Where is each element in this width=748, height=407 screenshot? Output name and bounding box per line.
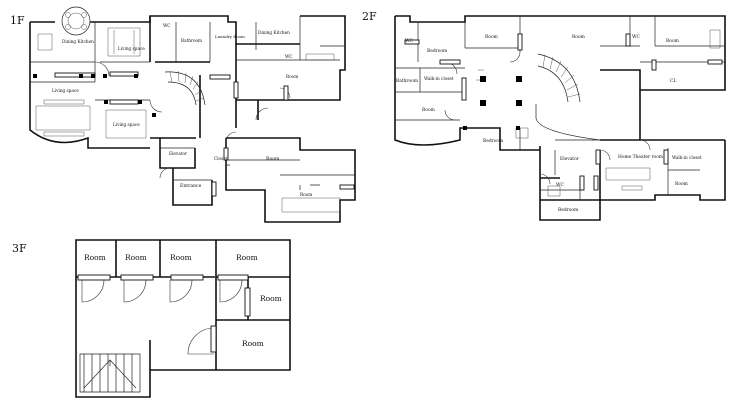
2f-home-theater-label: Home Theater room: [618, 155, 664, 160]
1f-dining-kitchen-right-label: Dining Kitchen: [258, 30, 290, 35]
3f-room4-label: Room: [236, 253, 258, 262]
1f-labels: Dining Kitchen Living space Living space…: [52, 23, 312, 197]
2f-bedroom-mid-label: Bedroom: [483, 139, 504, 144]
2f-labels: WC Bedroom Room Room WC Room Bathroom Wa…: [396, 35, 702, 213]
floor-title-3f: 3F: [12, 242, 27, 255]
2f-cl-label: CL: [670, 79, 676, 84]
2f-posts: [463, 76, 522, 130]
3f-room5-label: Room: [260, 294, 282, 303]
1f-laundry-label: Laundry Room: [215, 34, 245, 39]
2f-walkin-left-label: Walk-in closet: [424, 76, 454, 81]
2f-wc-low-label: WC: [556, 183, 565, 188]
2f-wc-right-label: WC: [632, 35, 641, 40]
1f-wc-label: WC: [163, 23, 171, 28]
2f-walkin-right-label: Walk-in closet: [672, 155, 702, 160]
3f-doors: [81, 279, 243, 355]
3f-room3-label: Room: [170, 253, 192, 262]
1f-dining-kitchen-left-label: Dining Kitchen: [62, 39, 94, 44]
1f-dining-alcove: [61, 6, 91, 36]
floor-plan-2f: 2F: [362, 10, 726, 221]
floor-plan-3f: 3F Room Room: [12, 239, 291, 398]
floor-title-2f: 2F: [362, 10, 377, 23]
2f-elevator-label: Elevator: [560, 157, 580, 162]
2f-windows: [404, 33, 723, 191]
2f-room-mid-label: Room: [422, 108, 436, 113]
2f-wc-left-label: WC: [405, 39, 414, 44]
2f-bathroom-label: Bathroom: [396, 79, 419, 84]
1f-room-lower-label: Room: [266, 156, 280, 162]
1f-living-space-mid-label: Living space: [113, 122, 140, 127]
1f-windows: [54, 71, 355, 197]
3f-room6-label: Room: [242, 339, 264, 348]
1f-interior: [30, 16, 355, 213]
2f-room-top2-label: Room: [572, 35, 586, 40]
1f-entrance-label: Entrance: [180, 183, 202, 189]
1f-bathroom-label: Bathroom: [181, 38, 202, 43]
floor-plan-1f: 1F: [10, 6, 356, 223]
2f-bedroom-top-label: Bedroom: [427, 49, 448, 54]
1f-posts: [33, 74, 156, 117]
3f-windows: [77, 274, 251, 353]
3f-room2-label: Room: [125, 253, 147, 262]
3f-room1-label: Room: [84, 253, 106, 262]
1f-living-space-left-label: Living space: [52, 88, 79, 93]
1f-stair: [164, 70, 206, 106]
2f-walls: [394, 15, 726, 221]
2f-room-far-right-label: Room: [666, 39, 680, 44]
2f-stair: [515, 53, 601, 141]
2f-room-small-label: Room: [675, 182, 689, 187]
1f-closet-label: Closet: [214, 156, 228, 161]
2f-bedroom-low-label: Bedroom: [558, 208, 579, 213]
2f-room-top1-label: Room: [485, 35, 499, 40]
1f-room-bottom-label: Room: [300, 192, 312, 197]
1f-elevator-label: Elevator: [169, 151, 187, 156]
2f-doors: [444, 51, 651, 185]
3f-labels: Room Room Room Room Room Room: [84, 253, 282, 348]
1f-room-right-label: Room: [286, 74, 298, 79]
1f-living-space-top-label: Living space: [118, 46, 145, 51]
floor-title-1f: 1F: [10, 14, 25, 27]
1f-doors: [94, 61, 291, 179]
1f-wc-right-label: WC: [285, 54, 293, 59]
